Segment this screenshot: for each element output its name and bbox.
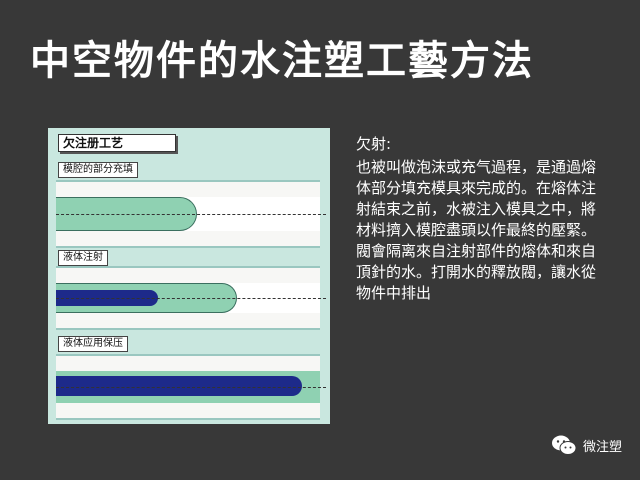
brand-name: 微注塑 bbox=[582, 439, 622, 455]
panel-label-liquid-packing: 液体应用保压 bbox=[58, 336, 128, 352]
mold-cavity-3 bbox=[56, 354, 326, 420]
brand-badge: 微注塑 bbox=[551, 434, 622, 456]
centerline bbox=[56, 214, 326, 215]
mold-cavity-1 bbox=[56, 180, 326, 248]
centerline bbox=[56, 298, 326, 299]
injection-diagram: 欠注册工艺 模腔的部分充填 液体注射 液体应用保压 bbox=[48, 128, 330, 424]
mold-cavity-2 bbox=[56, 266, 326, 330]
description-heading: 欠射: bbox=[356, 135, 392, 153]
description-block: 欠射: 也被叫做泡沫或充气過程，是通過熔体部分填充模具來完成的。在熔体注射結束之… bbox=[356, 134, 610, 304]
description-body: 也被叫做泡沫或充气過程，是通過熔体部分填充模具來完成的。在熔体注射結束之前，水被… bbox=[356, 158, 597, 302]
panel-label-partial-fill: 模腔的部分充填 bbox=[58, 162, 138, 178]
panel-label-liquid-injection: 液体注射 bbox=[58, 250, 108, 266]
centerline bbox=[56, 387, 326, 388]
wechat-icon bbox=[551, 435, 577, 455]
slide-title: 中空物件的水注塑工藝方法 bbox=[30, 38, 534, 84]
water-core bbox=[56, 376, 302, 396]
diagram-main-label: 欠注册工艺 bbox=[58, 134, 176, 152]
